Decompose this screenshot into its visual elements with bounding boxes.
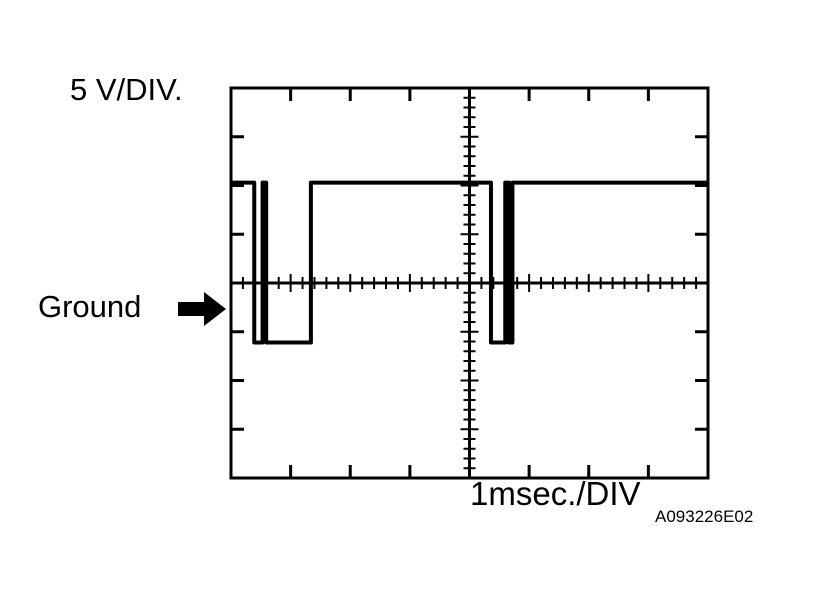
figure-code-label: A093226E02 [655, 507, 754, 526]
ground-label: Ground [38, 289, 142, 324]
waveform-trace [231, 180, 708, 345]
major-division-ticks [231, 88, 708, 478]
right-arrow-icon [178, 292, 226, 326]
grid [229, 86, 710, 480]
time-scale-label: 1msec./DIV [470, 475, 641, 512]
vertical-scale-label: 5 V/DIV. [70, 72, 183, 107]
minor-division-ticks [230, 87, 709, 479]
